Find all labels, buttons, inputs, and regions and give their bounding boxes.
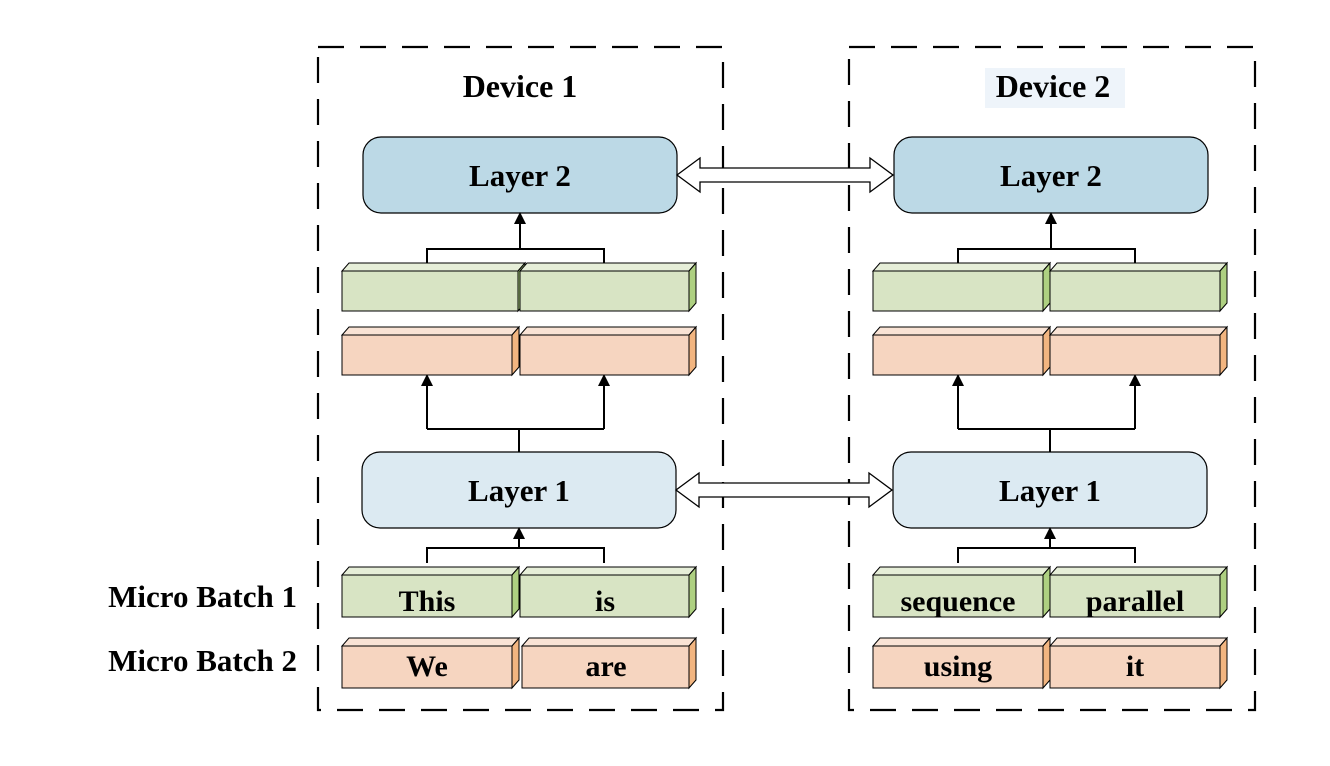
device-2-micro-batch-2-block: using it	[871, 636, 1229, 690]
device-2-hidden-green-block	[871, 261, 1229, 313]
device-1-token-we: We	[340, 636, 521, 690]
device-2-hidden-merge-line	[957, 248, 1136, 269]
device-1-hidden-orange-cell-2	[518, 325, 698, 377]
device-1-hidden-orange-cell-1	[340, 325, 521, 377]
device-2-token-using: using	[871, 636, 1052, 690]
device-1-token-is-label: is	[595, 585, 615, 618]
device-1-hidden-green-cell-2	[518, 261, 698, 313]
device-1-hidden-green-cell-1	[340, 261, 527, 313]
device-2-token-parallel: parallel	[1048, 565, 1229, 619]
device-2-token-sequence: sequence	[871, 565, 1052, 619]
device-2-embedding-merge-line	[957, 547, 1136, 563]
device-1-layer-2-label: Layer 2	[469, 158, 571, 193]
device-1-hidden-green-block	[340, 261, 698, 313]
device-1-token-this-label: This	[399, 585, 456, 618]
device-2-token-parallel-label: parallel	[1086, 585, 1184, 618]
device-2-token-it-label: it	[1126, 650, 1144, 683]
device-2-title: Device 2	[996, 68, 1111, 104]
device-1-token-we-label: We	[406, 650, 448, 683]
device-1-micro-batch-2-block: We are	[340, 636, 698, 690]
device-2-hidden-orange-block	[871, 325, 1229, 377]
device-1-connectors	[421, 212, 610, 563]
device-2-connectors	[952, 212, 1141, 563]
device-2-hidden-orange-cell-1	[871, 325, 1052, 377]
layer-2-exchange-arrow	[675, 156, 895, 194]
device-2-title-highlight	[985, 68, 1125, 108]
device-2-token-using-label: using	[924, 650, 992, 683]
device-1-token-this: This	[340, 565, 521, 619]
device-2-token-sequence-label: sequence	[901, 585, 1016, 618]
device-2-layer-1-split-line	[958, 428, 1135, 452]
device-1-layer-1-label: Layer 1	[468, 473, 570, 508]
device-2-container	[847, 45, 1257, 712]
device-2-layer-2-label: Layer 2	[1000, 158, 1102, 193]
device-1-token-are: are	[520, 636, 698, 690]
device-2-hidden-green-cell-2	[1048, 261, 1229, 313]
device-2-layer-1-label: Layer 1	[999, 473, 1101, 508]
micro-batch-1-label: Micro Batch 1	[108, 579, 297, 614]
device-1-container	[316, 45, 725, 712]
device-1-micro-batch-1-block: This is	[340, 565, 698, 619]
device-2-hidden-green-cell-1	[871, 261, 1052, 313]
micro-batch-2-label: Micro Batch 2	[108, 643, 297, 678]
device-2-hidden-orange-cell-2	[1048, 325, 1229, 377]
device-2-token-it: it	[1048, 636, 1229, 690]
device-1-embedding-merge-line	[426, 547, 605, 563]
device-1-token-are-label: are	[585, 650, 626, 683]
device-1-hidden-orange-block	[340, 325, 698, 377]
device-2-micro-batch-1-block: sequence parallel	[871, 565, 1229, 619]
device-1-title: Device 1	[463, 68, 578, 104]
layer-1-exchange-arrow	[674, 471, 894, 509]
device-1-layer-1-split-line	[427, 428, 604, 452]
device-1-token-is: is	[518, 565, 698, 619]
device-1-hidden-merge-line	[426, 248, 605, 269]
